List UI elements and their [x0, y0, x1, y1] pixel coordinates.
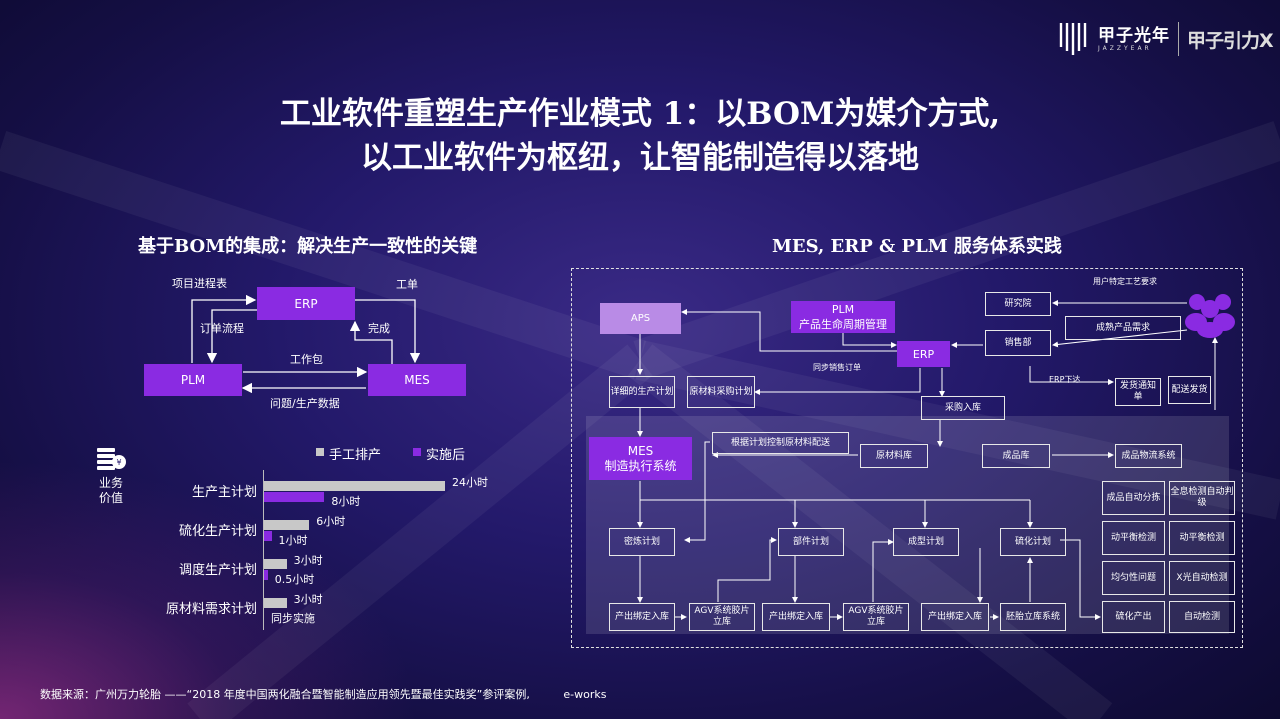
label-order-flow: 订单流程 [200, 322, 244, 335]
money-stack-icon: ¥ [97, 448, 126, 470]
output-binding-box-3: 产出绑定入库 [921, 603, 989, 631]
page-title-line1: 工业软件重塑生产作业模式 1：以BOM为媒介方式, [279, 96, 1001, 132]
label-work-order: 工单 [396, 278, 418, 291]
legend-swatch-1 [413, 448, 421, 456]
erp-issue-label: ERP下达 [1049, 375, 1081, 384]
forming-plan-box: 成型计划 [893, 528, 959, 556]
finished-store-box: 成品库 [982, 444, 1050, 468]
data-source-footer: 数据来源：广州万力轮胎 ——“2018 年度中国两化融合暨智能制造应用领先暨最佳… [40, 686, 606, 702]
page-title-line2: 以工业软件为枢纽，让智能制造得以落地 [361, 140, 919, 176]
legend-label-1: 实施后 [426, 448, 466, 463]
auto-sorting-box: 成品自动分拣 [1102, 481, 1165, 515]
ship-notice-box: 发货通知单 [1115, 378, 1161, 406]
brand-wordmark: 甲子光年 JAZZYEAR [1098, 27, 1170, 52]
bar-manual [264, 520, 310, 530]
sync-sales-order-label: 同步销售订单 [813, 363, 861, 372]
brand-name-cn: 甲子光年 [1098, 25, 1170, 46]
finished-logistics-box: 成品物流系统 [1115, 444, 1182, 468]
bar-value-label: 24小时 [452, 476, 488, 489]
uniformity-box: 均匀性问题 [1102, 561, 1165, 595]
mes-service-title: MES [627, 443, 654, 458]
bar-value-label: 0.5小时 [274, 573, 315, 586]
footer-source: 数据来源：广州万力轮胎 ——“2018 年度中国两化融合暨智能制造应用领先暨最佳… [40, 688, 530, 701]
chart-axis [263, 470, 264, 630]
dispatch-plan-box: 根据计划控制原材料配送 [712, 432, 849, 454]
finished-demand-box: 成熟产品需求 [1065, 316, 1181, 340]
brand-header: 甲子光年 JAZZYEAR 甲子引力X [1058, 16, 1274, 62]
detail-plan-box: 详细的生产计划 [609, 376, 675, 408]
legend-swatch-0 [316, 448, 324, 456]
category-label: 生产主计划 [191, 485, 257, 500]
mixing-plan-box: 密炼计划 [609, 528, 675, 556]
svg-text:¥: ¥ [116, 458, 121, 467]
mes-service-box: MES 制造执行系统 [589, 437, 692, 480]
material-purchase-box: 原材料采购计划 [687, 376, 755, 408]
plm-service-subtitle: 产品生命周期管理 [799, 318, 887, 331]
output-binding-box-1: 产出绑定入库 [609, 603, 675, 631]
purchase-in-box: 采购入库 [921, 396, 1005, 420]
mes-zone-shade [586, 416, 1229, 634]
sales-dept-box: 销售部 [985, 330, 1051, 356]
left-section-title: 基于BOM的集成：解决生产一致性的关键 [138, 236, 478, 257]
plm-box: PLM [144, 364, 242, 396]
raw-material-store-box: 原材料库 [860, 444, 928, 468]
auto-detect-box: 自动检测 [1169, 601, 1235, 633]
page-title: 工业软件重塑生产作业模式 1：以BOM为媒介方式, 以工业软件为枢纽，让智能制造… [120, 92, 1160, 180]
category-label: 调度生产计划 [178, 563, 257, 578]
bar-value-label: 6小时 [316, 515, 346, 528]
bar-value-label: 3小时 [293, 554, 323, 567]
green-tire-store-box: 胚胎立库系统 [1000, 603, 1066, 631]
balance-check-box-1: 动平衡检测 [1102, 521, 1165, 555]
footer-extra: e-works [563, 688, 607, 701]
brand-right-mark: 甲子引力X [1187, 29, 1274, 52]
agv-film-store-box-1: AGV系统胶片立库 [689, 603, 755, 631]
jazzyear-logo-icon [1059, 23, 1087, 55]
delivery-box: 配送发货 [1168, 376, 1211, 404]
service-system-frame [571, 268, 1243, 648]
business-value-label-2: 价值 [99, 491, 124, 505]
user-requirement-label: 用户特定工艺要求 [1093, 277, 1157, 286]
bar-after [264, 492, 325, 502]
label-project-schedule: 项目进程表 [172, 277, 227, 290]
plm-service-title: PLM [831, 303, 855, 316]
bar-value-label: 3小时 [293, 593, 323, 606]
bar-after [264, 531, 272, 541]
category-label: 硫化生产计划 [178, 524, 257, 539]
legend-label-0: 手工排产 [329, 448, 382, 463]
bar-value-label: 同步实施 [271, 612, 315, 625]
erp-box: ERP [257, 287, 355, 320]
bar-value-label: 1小时 [278, 534, 308, 547]
research-institute-box: 研究院 [985, 292, 1051, 316]
bar-manual [264, 598, 287, 608]
balance-check-box-2: 动平衡检测 [1169, 521, 1235, 555]
vulcanization-plan-box: 硫化计划 [1000, 528, 1066, 556]
plm-service-box: PLM 产品生命周期管理 [791, 301, 895, 333]
users-group-icon [1185, 294, 1235, 338]
mes-box: MES [368, 364, 466, 396]
bar-manual [264, 559, 287, 569]
aps-box: APS [600, 303, 681, 334]
erp-service-box: ERP [897, 341, 950, 367]
mes-service-subtitle: 制造执行系统 [604, 458, 677, 473]
brand-divider [1178, 22, 1179, 56]
agv-film-store-box-2: AGV系统胶片立库 [843, 603, 909, 631]
bar-value-label: 8小时 [331, 495, 361, 508]
xray-check-box: X光自动检测 [1169, 561, 1235, 595]
label-work-package: 工作包 [290, 353, 323, 366]
right-section-title: MES, ERP & PLM 服务体系实践 [772, 236, 1062, 257]
vulcanization-output-box: 硫化产出 [1102, 601, 1165, 633]
holographic-check-box: 全息检测自动判级 [1169, 481, 1235, 515]
business-value-label-1: 业务 [99, 476, 124, 490]
parts-plan-box: 部件计划 [778, 528, 844, 556]
label-complete: 完成 [368, 322, 390, 335]
label-issue-data: 问题/生产数据 [270, 397, 340, 410]
bar-manual [264, 481, 445, 491]
output-binding-box-2: 产出绑定入库 [762, 603, 830, 631]
bar-after [264, 570, 268, 580]
brand-name-en: JAZZYEAR [1098, 44, 1152, 52]
category-label: 原材料需求计划 [165, 602, 257, 617]
